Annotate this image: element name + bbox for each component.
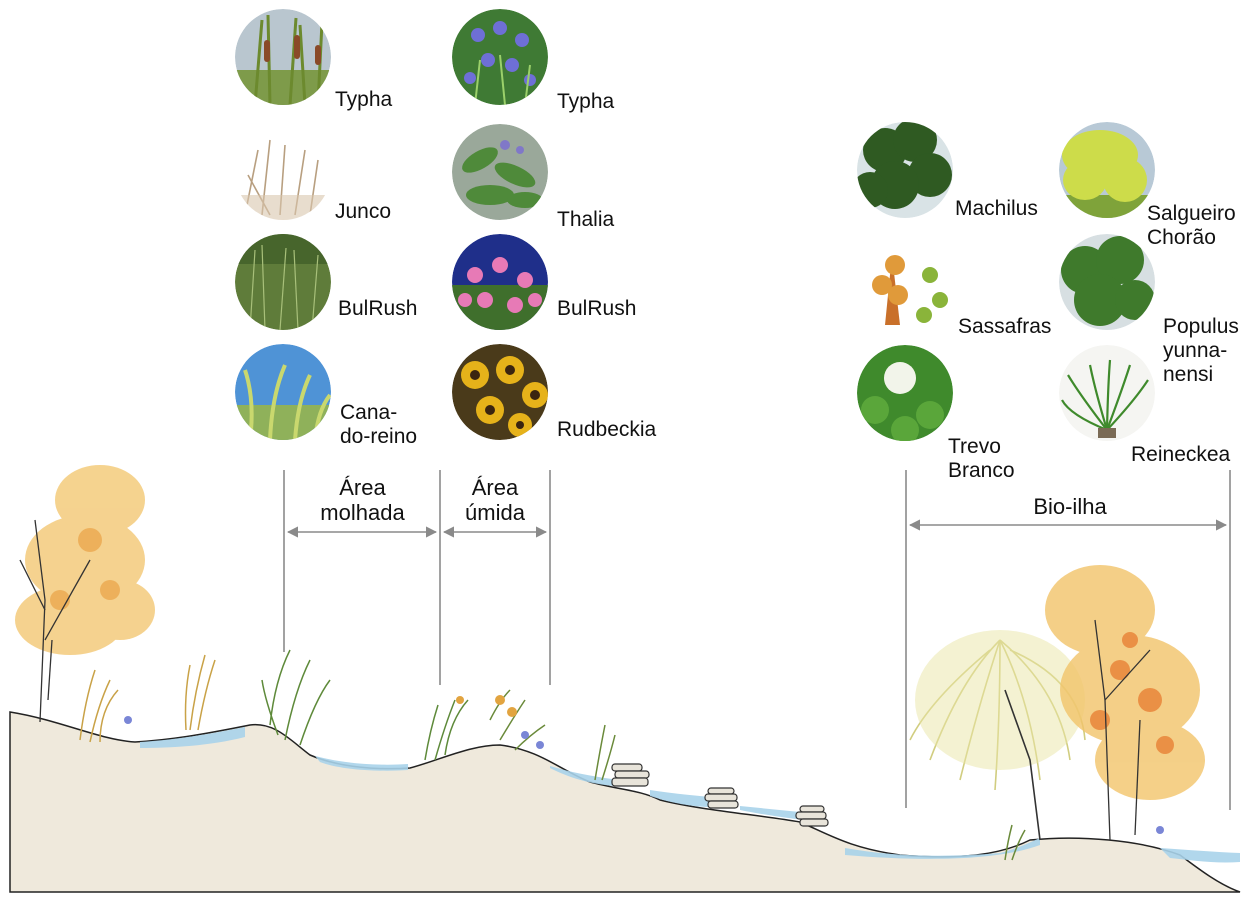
plant-photo-bulrush-2 <box>452 234 548 330</box>
plant-photo-thalia <box>452 124 548 220</box>
plant-label-populus: Populus yunna- nensi <box>1163 315 1239 387</box>
plant-photo-machilus <box>852 118 953 218</box>
zone-label-wet-area: Área molhada <box>300 475 425 525</box>
tree-left <box>15 465 155 722</box>
plant-label-thalia: Thalia <box>557 208 614 232</box>
plant-label-cana-do-reino: Cana- do-reino <box>340 401 417 449</box>
plant-label-typha-2: Typha <box>557 90 614 114</box>
plant-label-sassafras: Sassafras <box>958 315 1051 339</box>
plant-photo-trevo-branco <box>857 345 953 444</box>
plant-photo-populus <box>1059 234 1155 330</box>
plant-label-machilus: Machilus <box>955 197 1038 221</box>
plant-label-rudbeckia: Rudbeckia <box>557 418 656 442</box>
zone-label-bio-island: Bio-ilha <box>1000 494 1140 519</box>
plant-photo-typha-2 <box>452 9 548 105</box>
plant-label-trevo-branco: Trevo Branco <box>948 435 1015 483</box>
plant-label-salgueiro-chorao: Salgueiro Chorão <box>1147 202 1236 250</box>
plant-photo-cana-do-reino <box>235 344 331 445</box>
plant-label-bulrush-1: BulRush <box>338 297 417 321</box>
plant-photo-reineckea <box>1059 345 1155 441</box>
plant-photo-rudbeckia <box>452 344 548 440</box>
plant-label-reineckea: Reineckea <box>1131 443 1230 467</box>
plant-label-typha-1: Typha <box>335 88 392 112</box>
plant-label-junco: Junco <box>335 200 391 224</box>
tree-autumn-island <box>1045 565 1205 840</box>
plant-photo-junco <box>235 124 331 220</box>
plant-photo-bulrush-1 <box>235 234 331 330</box>
plant-photo-typha-1 <box>235 9 331 110</box>
plant-photo-salgueiro-chorao <box>1059 122 1155 220</box>
zone-label-humid-area: Área úmida <box>445 475 545 525</box>
plant-photo-sassafras <box>857 234 953 330</box>
plant-label-bulrush-2: BulRush <box>557 297 636 321</box>
tree-willow <box>910 630 1085 840</box>
